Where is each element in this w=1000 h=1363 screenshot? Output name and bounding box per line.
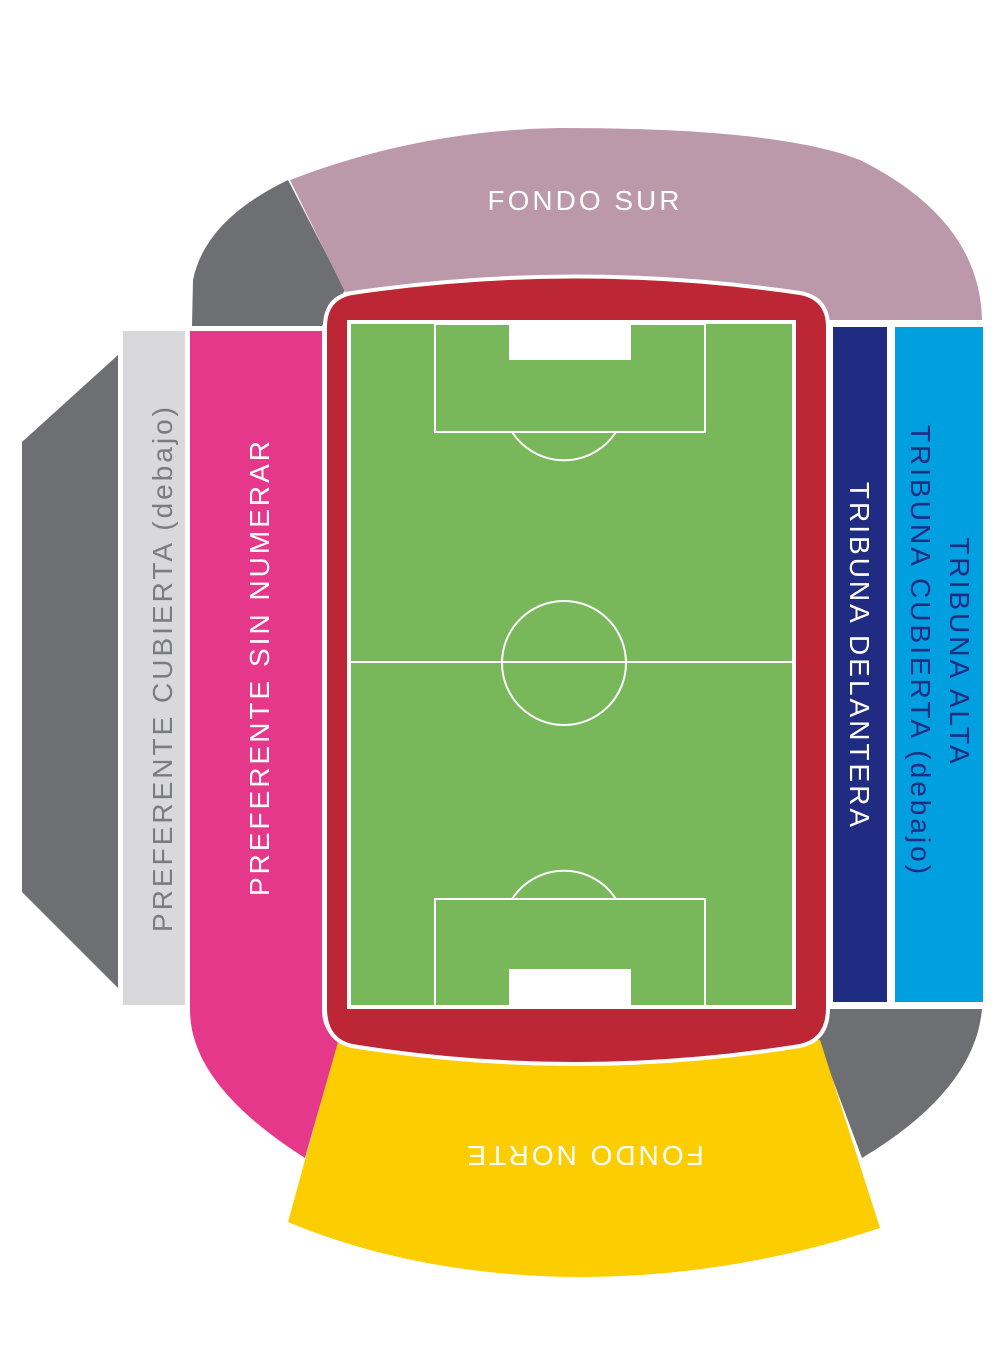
- corner-bottom-right[interactable]: [818, 1009, 982, 1158]
- bottom-penalty-arc: [511, 869, 617, 900]
- tribuna-delantera-section[interactable]: [833, 327, 887, 1002]
- bottom-goal-area: [509, 969, 631, 1006]
- center-circle: [501, 600, 627, 726]
- pitch-markings: [349, 323, 794, 1007]
- fondo-sur-label: FONDO SUR: [488, 185, 683, 216]
- fondo-sur-section[interactable]: [290, 128, 982, 320]
- tribuna-alta-section[interactable]: [895, 327, 983, 1002]
- fondo-norte-label: FONDO NORTE: [464, 1140, 703, 1171]
- preferente-cubierta-label: PREFERENTE CUBIERTA (debajo): [147, 404, 178, 932]
- tribuna-delantera-label: TRIBUNA DELANTERA: [844, 482, 875, 830]
- top-penalty-arc: [511, 431, 617, 462]
- preferente-outer-grey[interactable]: [22, 355, 118, 988]
- corner-top-left[interactable]: [192, 180, 345, 326]
- top-goal-area: [509, 324, 631, 360]
- preferente-sin-numerar-section[interactable]: [190, 331, 338, 1158]
- tribuna-cubierta-label: TRIBUNA CUBIERTA (debajo): [905, 425, 936, 877]
- preferente-sin-numerar-label: PREFERENTE SIN NUMERAR: [244, 438, 275, 896]
- tribuna-alta-label: TRIBUNA ALTA: [944, 537, 975, 766]
- fondo-norte-section[interactable]: [288, 1040, 880, 1277]
- preferente-cubierta-section[interactable]: [123, 331, 185, 1005]
- pitch: [347, 320, 796, 1009]
